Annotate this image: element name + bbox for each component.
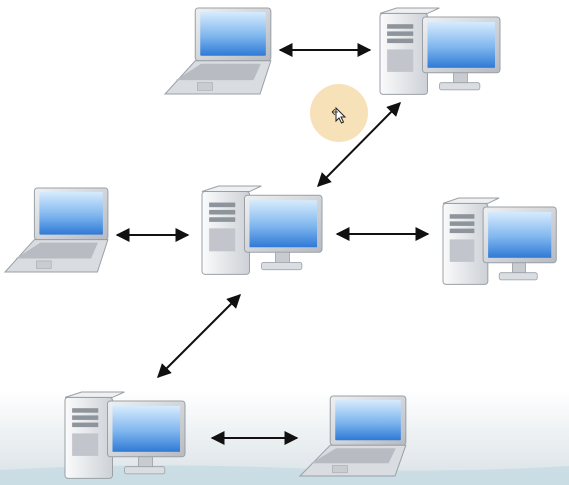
laptop-screen xyxy=(200,12,266,56)
move-cursor-icon xyxy=(331,106,347,124)
desktop-drive-bay xyxy=(387,31,414,36)
desktop-vent xyxy=(72,433,99,456)
desktop-stand-base xyxy=(439,82,481,91)
desktop-vent xyxy=(387,49,414,72)
desktop-stand xyxy=(453,72,468,85)
laptop-icon xyxy=(3,187,109,273)
arrow-desktop-top-right-to-desktop-center xyxy=(317,102,401,187)
desktop-computer-icon xyxy=(64,391,186,479)
connection-arrows xyxy=(115,43,430,445)
desktop-tower-top xyxy=(201,185,262,193)
desktop-drive-bay xyxy=(209,217,236,222)
desktop-computer-icon xyxy=(442,197,557,285)
desktop-computer-icon xyxy=(379,7,501,95)
desktop-drive-bay xyxy=(387,24,414,29)
desktop-vent xyxy=(209,228,236,252)
desktop-drive-bay xyxy=(449,228,475,234)
desktop-drive-bay xyxy=(209,202,236,208)
desktop-drive-bay xyxy=(449,214,475,219)
laptop-touchpad xyxy=(36,260,52,269)
laptop-keyboard xyxy=(15,242,98,259)
laptop-icon xyxy=(298,395,407,477)
laptop-screen xyxy=(39,192,103,235)
laptop-keyboard xyxy=(310,448,396,464)
desktop-screen xyxy=(488,212,552,258)
desktop-computer-icon xyxy=(201,185,323,275)
desktop-drive-bay xyxy=(387,38,414,44)
network-nodes xyxy=(3,7,557,479)
desktop-vent xyxy=(449,239,475,262)
laptop-touchpad xyxy=(197,82,213,91)
arrow-desktop-center-to-desktop-bottom-left xyxy=(157,294,241,378)
desktop-stand xyxy=(511,262,526,275)
desktop-stand xyxy=(138,456,153,469)
cursor-highlight xyxy=(310,84,368,142)
desktop-drive-bay xyxy=(209,209,236,215)
desktop-tower-top xyxy=(379,7,440,14)
desktop-stand-base xyxy=(124,466,166,475)
desktop-stand-base xyxy=(261,261,303,271)
desktop-stand xyxy=(275,251,290,264)
laptop-screen xyxy=(335,400,401,441)
laptop-icon xyxy=(163,7,272,95)
desktop-drive-bay xyxy=(72,408,99,413)
desktop-drive-bay xyxy=(72,422,99,428)
desktop-screen xyxy=(427,22,495,68)
desktop-screen xyxy=(249,200,317,248)
desktop-tower-top xyxy=(442,197,500,204)
desktop-drive-bay xyxy=(72,415,99,420)
desktop-stand-base xyxy=(498,272,538,281)
desktop-tower-top xyxy=(64,391,125,398)
laptop-touchpad xyxy=(332,465,348,474)
laptop-keyboard xyxy=(175,63,261,81)
desktop-drive-bay xyxy=(449,221,475,226)
desktop-screen xyxy=(112,406,180,452)
